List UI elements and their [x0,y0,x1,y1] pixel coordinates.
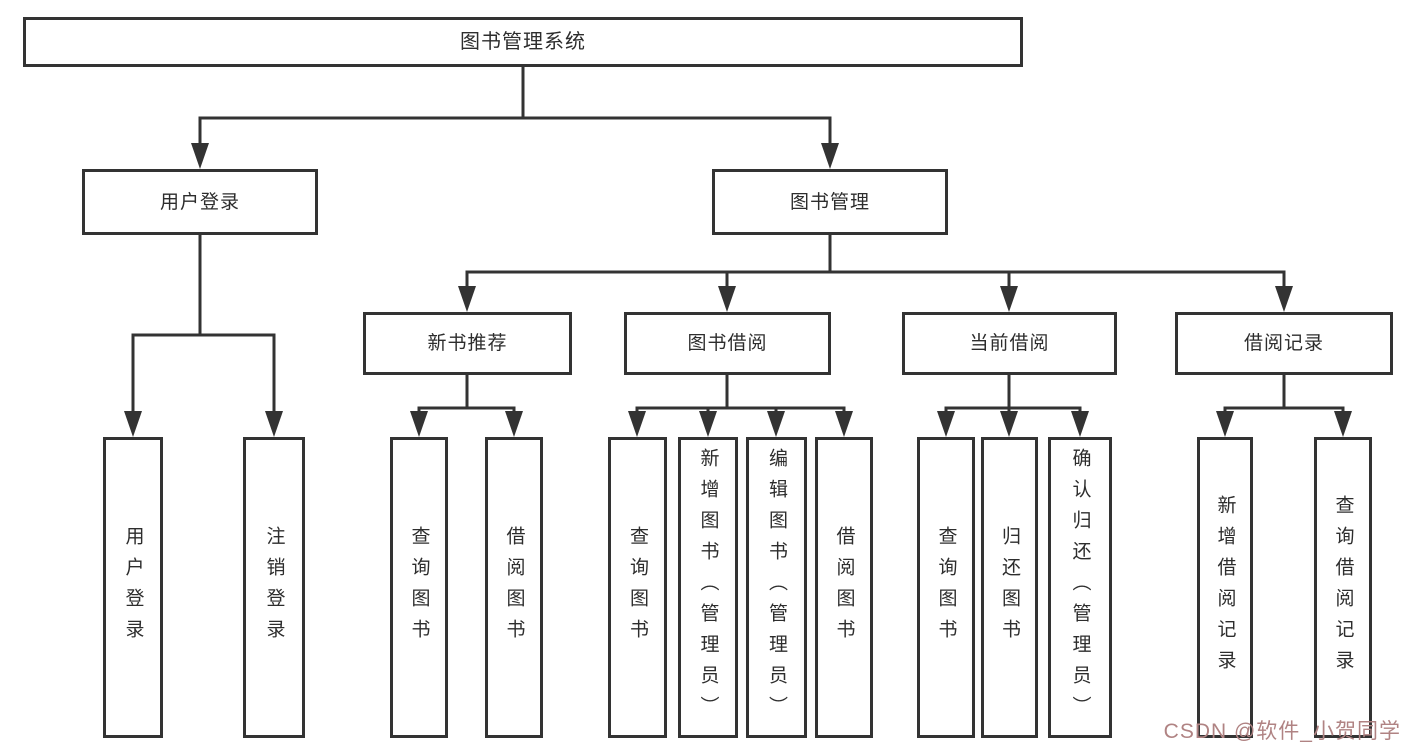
arrowhead-icon [767,411,785,437]
arrowhead-icon [505,411,523,437]
arrowhead-icon [1334,411,1352,437]
node-return-books: 归还图书 [981,437,1038,738]
node-edit-books-admin: 编辑图书（管理员） [746,437,807,738]
arrowhead-icon [1071,411,1089,437]
node-borrow-books-leaf: 借阅图书 [815,437,873,738]
node-borrow-books-recommend: 借阅图书 [485,437,543,738]
node-new-book-recommend: 新书推荐 [363,312,572,375]
node-add-books-admin: 新增图书（管理员） [678,437,738,738]
node-logout-leaf: 注销登录 [243,437,305,738]
node-user-login-leaf: 用户登录 [103,437,163,738]
node-user-login: 用户登录 [82,169,318,235]
node-current-borrowing: 当前借阅 [902,312,1117,375]
arrowheads [124,143,1352,437]
arrowhead-icon [835,411,853,437]
arrowhead-icon [191,143,209,169]
arrowhead-icon [1216,411,1234,437]
node-book-borrowing: 图书借阅 [624,312,831,375]
node-book-management: 图书管理 [712,169,948,235]
node-add-borrow-record: 新增借阅记录 [1197,437,1253,738]
arrowhead-icon [458,286,476,312]
node-query-borrow-record: 查询借阅记录 [1314,437,1372,738]
arrowhead-icon [628,411,646,437]
arrowhead-icon [124,411,142,437]
node-library-management-system: 图书管理系统 [23,17,1023,67]
node-confirm-return-admin: 确认归还（管理员） [1048,437,1112,738]
node-query-books-borrow: 查询图书 [608,437,667,738]
arrowhead-icon [718,286,736,312]
arrowhead-icon [265,411,283,437]
arrowhead-icon [1000,411,1018,437]
node-query-books-recommend: 查询图书 [390,437,448,738]
node-query-books-current: 查询图书 [917,437,975,738]
arrowhead-icon [1000,286,1018,312]
arrowhead-icon [1275,286,1293,312]
csdn-watermark: CSDN @软件_小贺同学 [1163,720,1401,743]
arrowhead-icon [410,411,428,437]
arrowhead-icon [937,411,955,437]
arrowhead-icon [821,143,839,169]
node-borrowing-records: 借阅记录 [1175,312,1393,375]
arrowhead-icon [699,411,717,437]
